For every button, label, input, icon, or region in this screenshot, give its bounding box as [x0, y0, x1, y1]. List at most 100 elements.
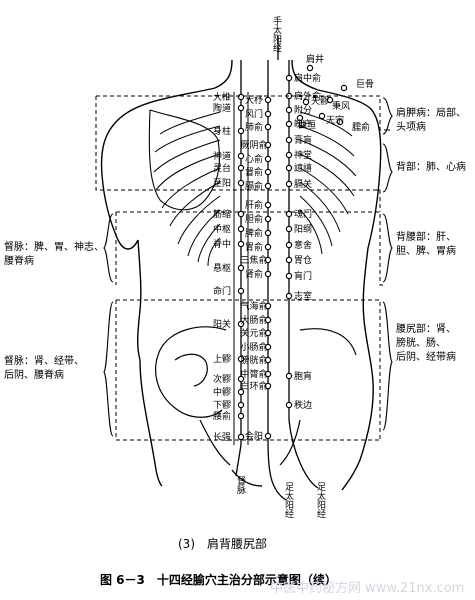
outer-point-label: 膏肓: [294, 134, 312, 146]
inner-point-label: 中膂俞: [240, 368, 267, 380]
inner-point-dot: [264, 329, 272, 337]
spine-point-label: 陶道: [213, 102, 231, 114]
shoulder-point-dot: [326, 96, 334, 104]
shoulder-point-label: 曲垣: [298, 120, 316, 131]
inner-point-label: 厥阴俞: [240, 139, 267, 151]
inner-point-dot: [264, 229, 272, 237]
spine-point-dot: [237, 164, 245, 172]
outer-point-dot: [285, 401, 293, 409]
spine-point-label: 身柱: [213, 125, 231, 137]
spine-point-dot: [237, 93, 245, 101]
outer-point-dot: [285, 74, 293, 82]
inner-point-dot: [264, 123, 272, 131]
inner-point-dot: [264, 168, 272, 176]
spine-point-label: 筋缩: [213, 208, 231, 220]
bottom-meridian-du: 督脉: [235, 475, 246, 494]
shoulder-point-dot: [340, 84, 348, 92]
spine-point-label: 阳关: [213, 318, 231, 330]
spine-point-label: 悬枢: [213, 262, 231, 274]
inner-point-dot: [264, 356, 272, 364]
outer-point-dot: [285, 151, 293, 159]
outer-point-label: 肓门: [294, 270, 312, 282]
inner-point-dot: [264, 155, 272, 163]
inner-point-dot: [264, 110, 272, 118]
outer-point-label: 魄户: [294, 118, 312, 130]
acupoint-dots: [237, 64, 348, 441]
inner-point-dot: [264, 270, 272, 278]
spine-point-dot: [237, 401, 245, 409]
left-braces: [103, 213, 114, 437]
ribs: [153, 111, 357, 267]
outer-point-dot: [285, 106, 293, 114]
spine-point-dot: [237, 355, 245, 363]
bottom-meridian-foot-taiyang-2: 足太阳经: [315, 482, 326, 518]
spine-point-dot: [237, 104, 245, 112]
outer-point-label: 附分: [294, 104, 312, 116]
inner-point-dot: [264, 96, 272, 104]
inner-point-label: 白环俞: [240, 380, 267, 392]
outer-point-label: 膈关: [294, 178, 312, 190]
inner-point-label: 大杼: [245, 94, 263, 106]
spine-point-dot: [237, 320, 245, 328]
outer-point-dot: [285, 136, 293, 144]
inner-point-dot: [264, 382, 272, 390]
right-bracket-text: 背腰部：肝、: [396, 230, 456, 243]
outer-point-dot: [285, 292, 293, 300]
shoulder-point-label: 肩井: [306, 53, 324, 65]
left-bracket-text: 督脉：肾、经带、: [4, 354, 84, 367]
shoulder-point-dot: [318, 112, 326, 120]
inner-point-label: 心俞: [245, 153, 263, 165]
inner-point-label: 胆俞: [245, 213, 263, 225]
inner-point-dot: [264, 182, 272, 190]
spine-point-dot: [237, 127, 245, 135]
right-bracket-text: 腰尻部：肾、: [396, 322, 456, 335]
outer-point-label: 胃仓: [294, 254, 312, 266]
inner-point-dot: [264, 370, 272, 378]
spine-point-label: 神道: [213, 150, 231, 162]
left-bracket-text: 后阴、腰脊病: [4, 368, 64, 381]
spine-point-label: 脊中: [213, 238, 231, 250]
shoulder-point-label: 天髎: [311, 96, 329, 107]
inner-point-label: 督俞: [245, 166, 263, 178]
inner-point-dot: [264, 432, 272, 440]
top-meridian-label: 手太阳经: [271, 15, 282, 52]
shoulder-labels: 肩井天髎巨骨秉风曲垣天宗臑俞: [298, 53, 374, 133]
shoulder-point-dot: [302, 98, 310, 106]
outer-point-dot: [285, 241, 293, 249]
pelvis: [155, 326, 357, 466]
inner-point-label: 三焦俞: [240, 254, 267, 266]
right-bracket-text: 胆、脾、胃病: [396, 244, 456, 257]
right-bracket-texts: 肩胛病：局部、头项病背部：肺、心病背腰部：肝、胆、脾、胃病腰尻部：肾、膀胱、肠、…: [396, 106, 466, 363]
body-outline: [100, 59, 382, 491]
inner-point-label: 气海俞: [240, 300, 267, 312]
inner-point-label: 风门: [245, 108, 263, 120]
brackets: [95, 95, 392, 441]
inner-point-dot: [264, 215, 272, 223]
spine-point-dot: [237, 240, 245, 248]
shoulder-point-dot: [336, 118, 344, 126]
spine-point-dot: [237, 433, 245, 441]
spine-point-dot: [237, 179, 245, 187]
inner-point-dot: [264, 302, 272, 310]
inner-point-dot: [264, 201, 272, 209]
left-bracket-text: 腰脊病: [4, 254, 34, 267]
right-bracket-text: 后阴、经带病: [396, 350, 456, 363]
spine-point-label: 大椎: [213, 91, 231, 103]
inner-point-dot: [264, 316, 272, 324]
outer-point-label: 肩中俞: [294, 72, 321, 84]
inner-point-dot: [264, 256, 272, 264]
inner-point-label: 胃俞: [245, 241, 263, 253]
shoulder-point-label: 臑俞: [352, 121, 370, 133]
spine-point-label: 下髎: [213, 400, 231, 411]
shoulder-point-label: 天宗: [326, 114, 344, 126]
left-bracket-text: 督脉：脾、胃、神志、: [4, 240, 104, 253]
outer-point-dot: [285, 225, 293, 233]
spine-point-dot: [237, 225, 245, 233]
outer-point-dot: [285, 372, 293, 380]
spine-point-label: 腰俞: [213, 410, 231, 422]
spine-point-label: 次髎: [213, 373, 231, 385]
spine-point-label: 上髎: [213, 354, 231, 365]
